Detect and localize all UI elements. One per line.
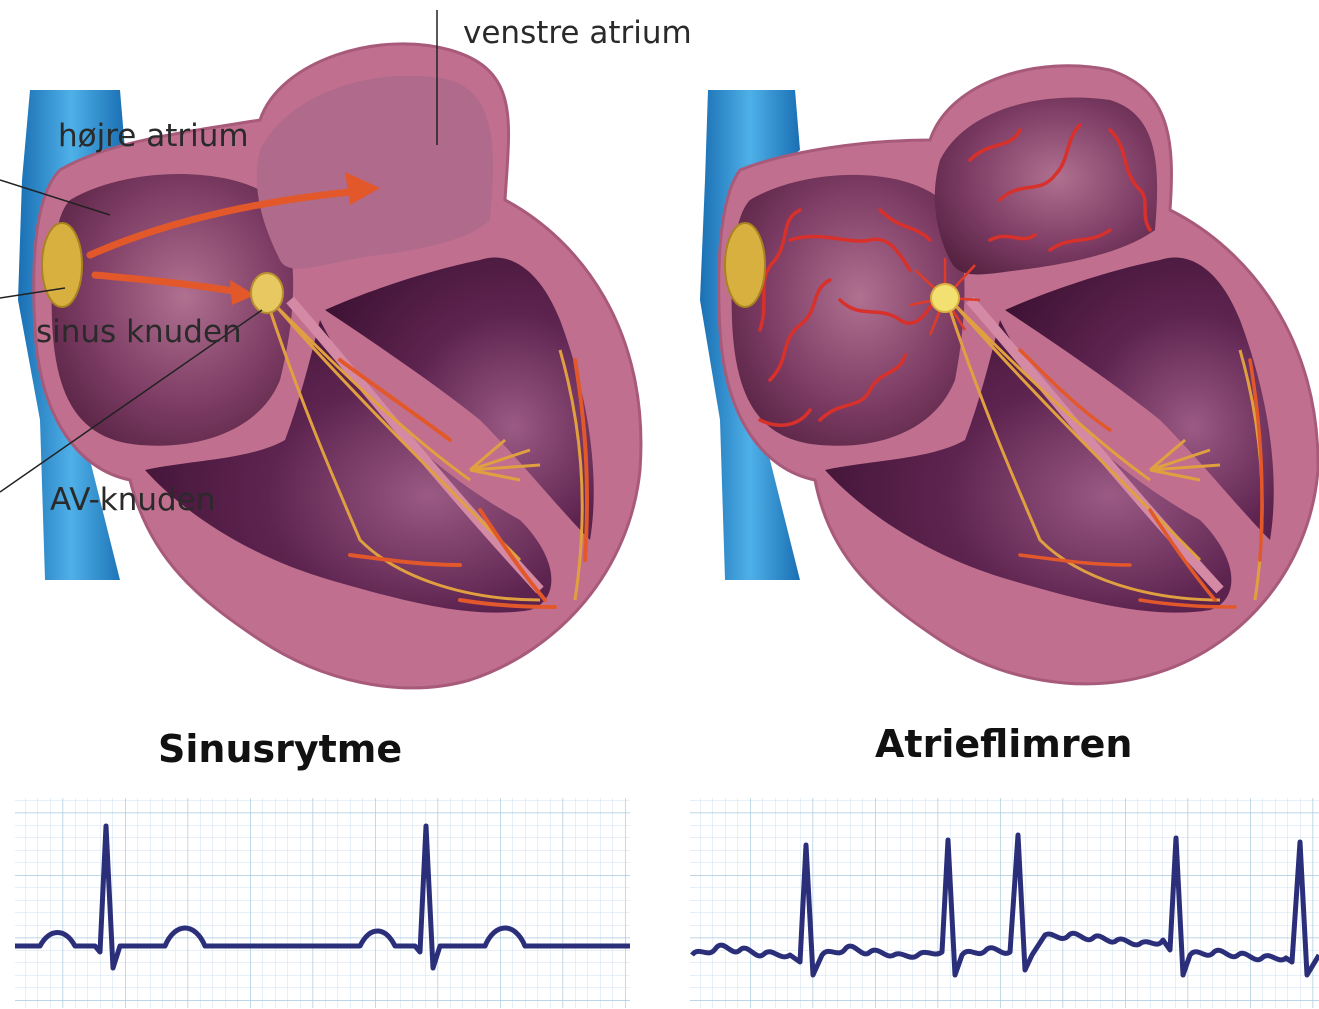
ecg-title-atrial-fibrillation: Atrieflimren [875,722,1132,766]
label-sinus-node: sinus knuden [36,314,242,350]
av-node-left [251,273,283,313]
sinus-node-right [725,223,765,307]
ecg-title-sinus-rhythm: Sinusrytme [158,727,402,771]
label-right-atrium: højre atrium [58,118,249,154]
sinus-node-left [42,223,82,307]
right-heart [700,66,1318,684]
ecg-grid-afib [690,798,1319,1008]
label-av-node: AV-knuden [50,482,215,518]
av-node-right [931,284,959,312]
label-left-atrium: venstre atrium [463,15,692,51]
